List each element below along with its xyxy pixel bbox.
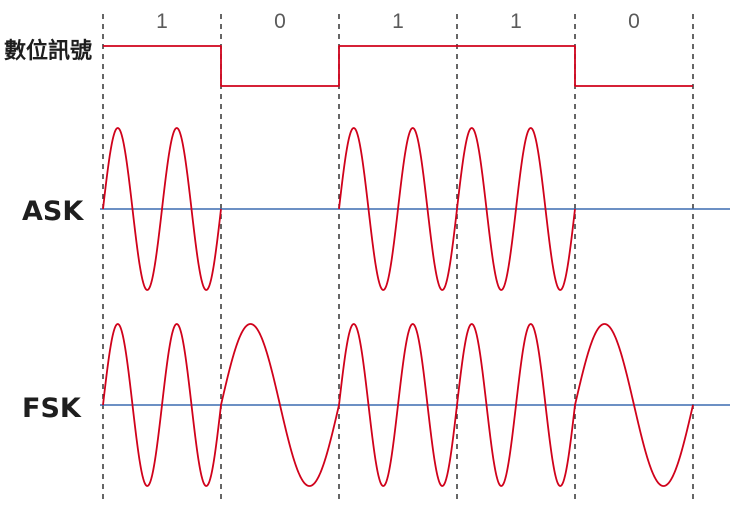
fsk-label: FSK	[22, 393, 82, 424]
digital-signal-wave	[103, 45, 693, 87]
bit-labels: 1 0 1 1 0	[156, 10, 640, 33]
ask-wave	[102, 127, 576, 291]
bit-label: 1	[510, 10, 522, 33]
fsk-wave	[102, 323, 694, 487]
bit-label: 0	[628, 10, 640, 33]
bit-dividers	[102, 14, 694, 500]
bit-label: 1	[392, 10, 404, 33]
bit-label: 1	[156, 10, 168, 33]
digital-signal-label: 數位訊號	[4, 38, 92, 64]
ask-label: ASK	[22, 196, 84, 227]
bit-label: 0	[274, 10, 286, 33]
